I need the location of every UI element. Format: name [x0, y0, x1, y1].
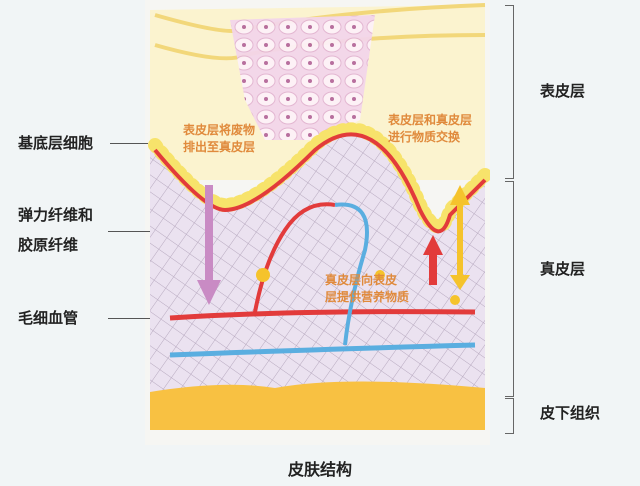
annotation-waste-line2: 排出至真皮层 — [183, 140, 256, 154]
annotation-exchange-line1: 表皮层和真皮层 — [388, 113, 473, 127]
annotation-waste-line1: 表皮层将废物 — [183, 123, 256, 137]
annotation-nutrient-line1: 真皮层向表皮 — [325, 273, 398, 287]
label-fibers-line1: 弹力纤维和 — [18, 206, 94, 224]
skin-cross-section — [145, 0, 490, 445]
leader-line-fibers — [108, 231, 150, 232]
label-dermis: 真皮层 — [540, 260, 586, 278]
label-fibers-line2: 胶原纤维 — [18, 236, 79, 254]
leader-line-basal — [110, 143, 148, 144]
leader-line-capillaries — [108, 318, 150, 319]
annotation-exchange-line2: 进行物质交换 — [388, 130, 461, 144]
bracket-dermis — [505, 181, 514, 397]
diagram-title: 皮肤结构 — [287, 460, 352, 479]
bracket-subcutaneous — [505, 398, 514, 434]
label-subcutaneous: 皮下组织 — [540, 404, 601, 422]
label-epidermis: 表皮层 — [540, 82, 586, 100]
label-capillaries: 毛细血管 — [18, 309, 79, 327]
annotation-nutrient-line2: 层提供营养物质 — [325, 290, 410, 304]
bracket-epidermis — [505, 5, 514, 179]
label-basal-cells: 基底层细胞 — [18, 134, 94, 152]
